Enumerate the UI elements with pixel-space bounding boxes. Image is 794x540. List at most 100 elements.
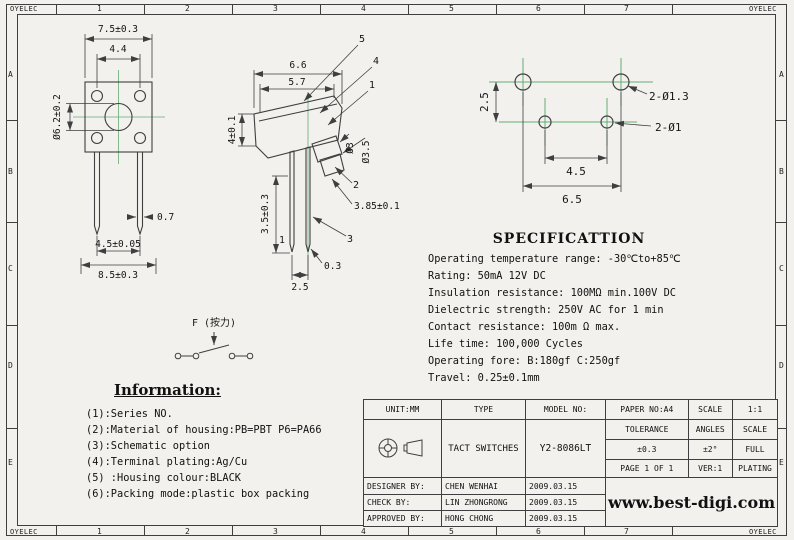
dim-front-pin-pitch: 4.5±0.05 xyxy=(95,239,141,250)
zone-tick xyxy=(320,526,321,536)
callout-3: 3 xyxy=(347,234,353,245)
spec-line-rating: Rating: 50mA 12V DC xyxy=(428,270,546,282)
zone-letter-left-a: A xyxy=(8,70,13,79)
unit-cell: UNIT:MM xyxy=(363,399,442,420)
designer-date-cell: 2009.03.15 xyxy=(525,477,606,495)
zone-number-bottom-3: 3 xyxy=(273,527,278,536)
force-label: F (按力) xyxy=(192,316,236,329)
zone-number-bottom-7: 7 xyxy=(624,527,629,536)
zone-tick xyxy=(408,4,409,14)
corner-label-bottom-right: OYELEC xyxy=(749,528,777,536)
info-line-packing: (6):Packing mode:plastic box packing xyxy=(86,488,310,500)
zone-tick xyxy=(6,222,17,223)
info-line-colour: (5) :Housing colour:BLACK xyxy=(86,472,241,484)
model-label-cell: MODEL NO: xyxy=(525,399,606,420)
front-body-shapes xyxy=(84,81,153,236)
zone-tick xyxy=(672,526,673,536)
callout-4: 4 xyxy=(373,56,379,67)
zone-tick xyxy=(6,325,17,326)
info-line-series: (1):Series NO. xyxy=(86,408,173,420)
type-label-cell: TYPE xyxy=(441,399,526,420)
checker-date-cell: 2009.03.15 xyxy=(525,494,606,511)
type-value-cell: TACT SWITCHES xyxy=(441,419,526,478)
corner-label-top-right: OYELEC xyxy=(749,5,777,13)
zone-tick xyxy=(320,4,321,14)
front-centerlines xyxy=(73,70,165,164)
zone-number-top-4: 4 xyxy=(361,4,366,13)
zone-letter-left-e: E xyxy=(8,458,13,467)
zone-tick xyxy=(496,4,497,14)
corner-label-bottom-left: OYELEC xyxy=(10,528,38,536)
dim-side-pin-length: 3.85±0.1 xyxy=(354,201,400,212)
zone-letter-left-b: B xyxy=(8,167,13,176)
angles-value-cell: ±2° xyxy=(687,439,733,460)
zone-tick xyxy=(584,526,585,536)
zone-tick xyxy=(776,325,787,326)
page-cell: PAGE 1 OF 1 xyxy=(605,459,689,478)
zone-number-top-5: 5 xyxy=(449,4,454,13)
zone-letter-left-d: D xyxy=(8,361,13,370)
corner-label-top-left: OYELEC xyxy=(10,5,38,13)
zone-letter-right-a: A xyxy=(779,70,784,79)
approver-date-cell: 2009.03.15 xyxy=(525,510,606,527)
website-cell: www.best-digi.com xyxy=(604,477,779,527)
dim-pcb-row-offset: 2.5 xyxy=(478,92,491,112)
dim-side-height: 4±0.1 xyxy=(228,115,238,144)
zone-tick xyxy=(672,4,673,14)
callout-1: 1 xyxy=(369,80,375,91)
zone-number-top-1: 1 xyxy=(97,4,102,13)
designer-name-cell: CHEN WENHAI xyxy=(441,477,526,495)
spec-line-contact: Contact resistance: 100m Ω max. xyxy=(428,321,621,333)
zone-tick xyxy=(144,526,145,536)
dim-side-lower-height: 3.5±0.3 xyxy=(260,194,271,234)
dim-front-body-dia: Ø6.2±0.2 xyxy=(52,94,63,140)
label-pcb-small-holes: 2-Ø1 xyxy=(655,121,682,134)
dim-side-width-outer: 6.6 xyxy=(289,60,306,71)
info-line-plating: (4):Terminal plating:Ag/Cu xyxy=(86,456,248,468)
spec-line-force: Operating fore: B:180gf C:250gf xyxy=(428,355,621,367)
zone-tick xyxy=(232,4,233,14)
information-block: Information: (1):Series NO. (2):Material… xyxy=(86,381,356,502)
label-pcb-big-holes: 2-Ø1.3 xyxy=(649,90,689,103)
zone-tick xyxy=(496,526,497,536)
pcb-centerlines xyxy=(489,58,653,146)
outer-border xyxy=(6,4,787,536)
pcb-holes xyxy=(514,73,630,129)
approver-label-cell: APPROVED BY: xyxy=(363,510,442,527)
spec-line-lifetime: Life time: 100,000 Cycles xyxy=(428,338,583,350)
zone-tick xyxy=(584,4,585,14)
brand-logo-cell xyxy=(363,419,442,478)
zone-tick xyxy=(6,120,17,121)
switch-symbol xyxy=(174,332,254,360)
scale2-value-cell: FULL xyxy=(731,439,779,460)
zone-tick xyxy=(144,4,145,14)
zone-letter-right-e: E xyxy=(779,458,784,467)
scale-value-cell: 1:1 xyxy=(731,399,779,420)
zone-letter-right-b: B xyxy=(779,167,784,176)
zone-letter-right-c: C xyxy=(779,264,784,273)
zone-tick xyxy=(56,4,57,14)
title-block: UNIT:MM TYPE MODEL NO: PAPER NO:A4 SCALE… xyxy=(363,399,779,527)
tolerance-label-cell: TOLERANCE xyxy=(605,419,689,440)
paper-cell: PAPER NO:A4 xyxy=(605,399,689,420)
dim-side-stem-dia-big: Ø3.5 xyxy=(361,141,372,164)
front-dimension-lines xyxy=(66,34,157,274)
plating-cell: PLATING xyxy=(731,459,779,478)
scale-label-cell: SCALE xyxy=(687,399,733,420)
pcb-layout-drawing: 2.5 4.5 6.5 2-Ø1.3 2-Ø1 xyxy=(478,58,689,206)
version-cell: VER:1 xyxy=(687,459,733,478)
zone-tick xyxy=(776,222,787,223)
zone-number-bottom-1: 1 xyxy=(97,527,102,536)
zone-number-bottom-2: 2 xyxy=(185,527,190,536)
brand-logo-icon xyxy=(378,438,422,457)
dim-front-top-width: 7.5±0.3 xyxy=(98,24,138,35)
scale2-label-cell: SCALE xyxy=(731,419,779,440)
model-value-cell: Y2-8086LT xyxy=(525,419,606,478)
approver-name-cell: HONG CHONG xyxy=(441,510,526,527)
zone-number-bottom-6: 6 xyxy=(536,527,541,536)
checker-label-cell: CHECK BY: xyxy=(363,494,442,511)
zone-number-top-7: 7 xyxy=(624,4,629,13)
dim-pcb-outer-pitch: 6.5 xyxy=(562,193,582,206)
dim-front-pin-width: 0.7 xyxy=(157,212,174,223)
